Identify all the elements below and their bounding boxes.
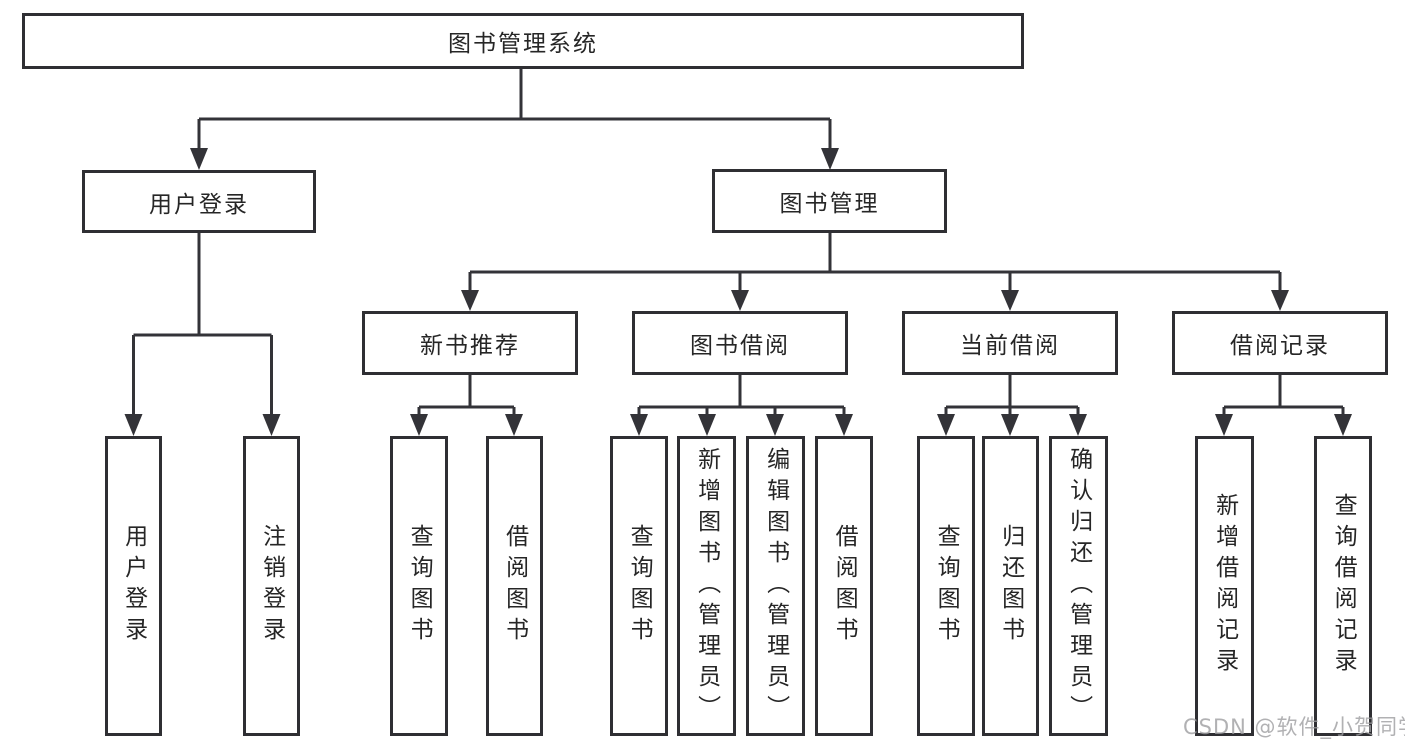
node-label: 用户登录	[120, 524, 147, 648]
leaf-add-book-admin: 新增图书（管理员）	[677, 436, 736, 736]
leaf-query-borrow-record: 查询借阅记录	[1314, 436, 1372, 736]
leaf-query-books-current: 查询图书	[917, 436, 975, 736]
arrowhead-icon	[835, 414, 853, 436]
node-label: 借阅图书	[831, 524, 858, 648]
leaf-confirm-return-admin: 确认归还（管理员）	[1049, 436, 1108, 736]
leaf-return-book: 归还图书	[982, 436, 1039, 736]
leaf-add-borrow-record: 新增借阅记录	[1195, 436, 1254, 736]
node-label: 新增图书（管理员）	[693, 446, 720, 726]
arrowhead-icon	[262, 414, 281, 436]
node-label: 新书推荐	[420, 333, 520, 359]
arrowhead-icon	[505, 414, 523, 436]
node-label: 查询借阅记录	[1330, 493, 1357, 679]
arrowhead-icon	[410, 414, 428, 436]
node-label: 新增借阅记录	[1211, 493, 1238, 679]
connector-book-borrow-children	[630, 375, 853, 436]
arrowhead-icon	[630, 414, 648, 436]
arrowhead-icon	[698, 414, 716, 436]
arrowhead-icon	[190, 148, 208, 170]
csdn-watermark: CSDN @软件_小贺同学	[1183, 715, 1405, 739]
leaf-edit-book-admin: 编辑图书（管理员）	[746, 436, 805, 736]
node-book-borrow: 图书借阅	[632, 311, 848, 375]
node-current-borrow: 当前借阅	[902, 311, 1118, 375]
node-book-management: 图书管理	[712, 169, 947, 233]
connector-user-login-children	[124, 232, 281, 436]
node-label: 查询图书	[406, 524, 433, 648]
arrowhead-icon	[766, 414, 784, 436]
leaf-query-books-recommend: 查询图书	[390, 436, 448, 736]
node-new-book-recommend: 新书推荐	[362, 311, 578, 375]
node-label: 图书借阅	[690, 333, 790, 359]
leaf-user-login: 用户登录	[105, 436, 162, 736]
arrowhead-icon	[1001, 290, 1019, 311]
node-label: 归还图书	[997, 524, 1024, 648]
node-label: 查询图书	[933, 524, 960, 648]
arrowhead-icon	[1001, 414, 1019, 436]
arrowhead-icon	[124, 414, 143, 436]
arrowhead-icon	[1069, 414, 1087, 436]
arrowhead-icon	[821, 148, 839, 170]
leaf-borrow-books-recommend: 借阅图书	[486, 436, 543, 736]
arrowhead-icon	[461, 290, 479, 311]
leaf-query-books-borrow: 查询图书	[610, 436, 668, 736]
connector-book-management-children	[461, 232, 1289, 311]
leaf-logout: 注销登录	[243, 436, 300, 736]
node-label: 图书管理	[779, 191, 880, 217]
node-label: 借阅记录	[1230, 333, 1330, 359]
connector-borrow-records-children	[1215, 375, 1352, 436]
connector-root-to-level2	[190, 69, 839, 170]
node-label: 当前借阅	[960, 333, 1060, 359]
node-label: 查询图书	[626, 524, 653, 648]
arrowhead-icon	[1215, 414, 1233, 436]
leaf-borrow-books: 借阅图书	[815, 436, 873, 736]
node-library-management-system: 图书管理系统	[22, 13, 1024, 69]
arrowhead-icon	[1271, 290, 1289, 311]
node-label: 借阅图书	[501, 524, 528, 648]
connector-current-borrow-children	[937, 375, 1087, 436]
node-label: 编辑图书（管理员）	[762, 446, 789, 726]
arrowhead-icon	[1334, 414, 1352, 436]
connector-new-book-recommend-children	[410, 375, 523, 436]
node-label: 确认归还（管理员）	[1065, 446, 1092, 726]
node-label: 注销登录	[258, 524, 285, 648]
arrowhead-icon	[731, 290, 749, 311]
node-label: 用户登录	[149, 191, 249, 218]
arrowhead-icon	[937, 414, 955, 436]
node-label: 图书管理系统	[448, 31, 598, 57]
node-user-login: 用户登录	[82, 170, 316, 233]
node-borrow-records: 借阅记录	[1172, 311, 1388, 375]
